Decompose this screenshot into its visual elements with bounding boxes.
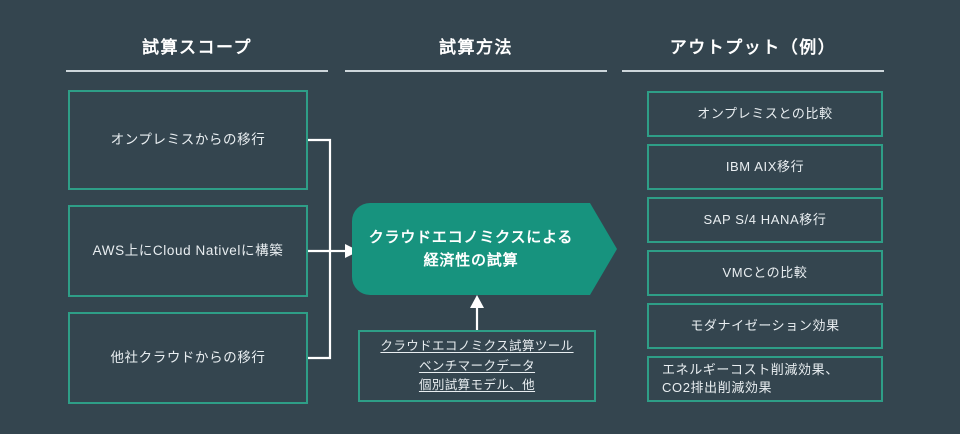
output-box-modernization-effect[interactable]: モダナイゼーション効果 (647, 303, 883, 349)
column-header-output: アウトプット（例） (622, 33, 884, 72)
column-header-method-label: 試算方法 (439, 38, 513, 57)
scope-box-label: オンプレミスからの移行 (110, 132, 266, 148)
scope-box-label: 他社クラウドからの移行 (110, 350, 266, 366)
chevron-shape (352, 203, 617, 295)
output-box-label: SAP S/4 HANA移行 (703, 211, 827, 227)
column-header-scope: 試算スコープ (66, 33, 328, 72)
column-header-scope-label: 試算スコープ (142, 38, 252, 57)
output-box-label: IBM AIX移行 (725, 158, 805, 174)
center-chevron-line1: クラウドエコノミクスによる (368, 228, 574, 246)
center-chevron-label: クラウドエコノミクスによる 経済性の試算 (352, 203, 590, 295)
output-box-label: モダナイゼーション効果 (690, 317, 840, 333)
output-box-vmc-comparison[interactable]: VMCとの比較 (647, 250, 883, 296)
output-box-sap-s4-hana-migration[interactable]: SAP S/4 HANA移行 (647, 197, 883, 243)
scope-box-label: AWS上にCloud Nativelに構築 (92, 243, 284, 259)
scope-box-onpremises-migration[interactable]: オンプレミスからの移行 (68, 90, 308, 190)
method-tools-box[interactable]: クラウドエコノミクス試算ツール ベンチマークデータ 個別試算モデル、他 (358, 330, 596, 402)
method-tool-line: ベンチマークデータ (418, 358, 536, 373)
scope-box-other-cloud-migration[interactable]: 他社クラウドからの移行 (68, 312, 308, 404)
output-box-onpremises-comparison[interactable]: オンプレミスとの比較 (647, 91, 883, 137)
method-tool-line: 個別試算モデル、他 (418, 378, 536, 393)
center-chevron[interactable]: クラウドエコノミクスによる 経済性の試算 (352, 203, 617, 295)
scope-box-cloud-native-build[interactable]: AWS上にCloud Nativelに構築 (68, 205, 308, 297)
output-box-energy-co2-reduction[interactable]: エネルギーコスト削減効果、 CO2排出削減効果 (647, 356, 883, 402)
scope-bracket-path (308, 138, 332, 360)
column-header-method-rule (345, 70, 607, 72)
output-box-label-line1: エネルギーコスト削減効果、 (662, 362, 839, 378)
output-box-ibm-aix-migration[interactable]: IBM AIX移行 (647, 144, 883, 190)
tools-to-center-arrowhead (470, 295, 484, 308)
column-header-method: 試算方法 (345, 33, 607, 72)
output-box-label: オンプレミスとの比較 (697, 105, 833, 121)
output-box-label-line2: CO2排出削減効果 (662, 380, 773, 395)
method-tool-line: クラウドエコノミクス試算ツール (380, 338, 574, 353)
output-box-label: VMCとの比較 (722, 264, 808, 280)
column-header-scope-rule (66, 70, 328, 72)
column-header-output-rule (622, 70, 884, 72)
center-chevron-line2: 経済性の試算 (423, 252, 519, 269)
column-header-output-label: アウトプット（例） (669, 38, 837, 57)
